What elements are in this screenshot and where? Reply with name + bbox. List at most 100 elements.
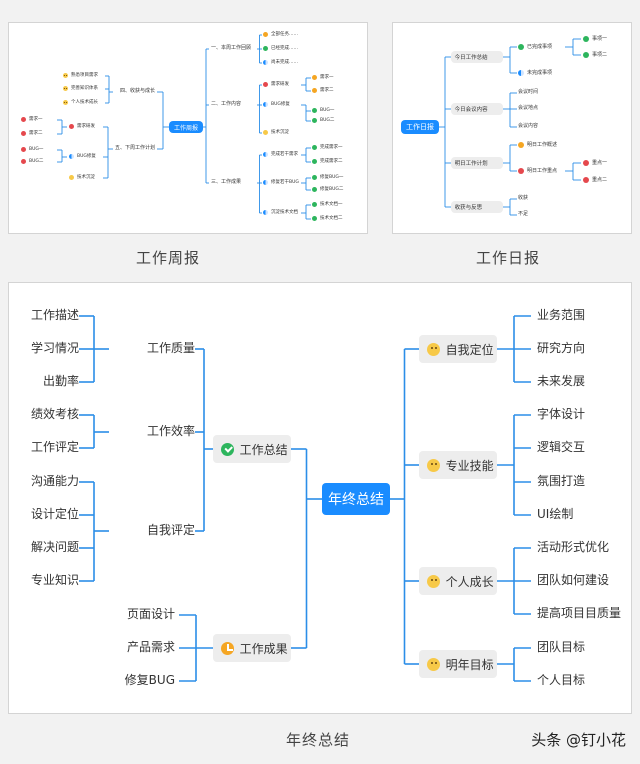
emoji-icon bbox=[427, 574, 441, 588]
sub-branch-node: 会议时间 bbox=[518, 90, 538, 95]
node-text: 事项一 bbox=[592, 35, 608, 42]
node-text: BUG二 bbox=[320, 117, 335, 123]
leaf-node: 绩效考核 bbox=[31, 408, 79, 420]
node-text: 设计定位 bbox=[30, 506, 79, 521]
leaf-node: 产品需求 bbox=[127, 641, 175, 653]
sub-branch-node: 明日工作概述 bbox=[518, 142, 557, 148]
node-text: 产品需求 bbox=[126, 639, 175, 654]
node-text: 今日会议内容 bbox=[454, 107, 488, 113]
node-text: 重点二 bbox=[592, 176, 608, 183]
year-end-summary-mindmap: 年终总结工作总结工作质量工作描述学习情况出勤率工作效率绩效考核工作评定自我评定沟… bbox=[8, 282, 632, 714]
node-text: 沟通能力 bbox=[30, 473, 79, 488]
branch-node: 明日工作计划 bbox=[451, 157, 503, 169]
sub-branch-node: 完善知识体系 bbox=[63, 85, 98, 92]
leaf-node: 工作描述 bbox=[31, 309, 79, 321]
priority-orange-icon bbox=[518, 142, 524, 148]
node-text: 未完成事项 bbox=[527, 69, 553, 76]
caption-yearly: 年终总结 bbox=[286, 731, 351, 749]
sub-branch-node: 未完成事项 bbox=[518, 70, 552, 76]
node-text: 解决问题 bbox=[30, 539, 79, 554]
sub-branch-node: 沉淀技术文档 bbox=[263, 209, 298, 216]
priority-red-icon bbox=[583, 160, 589, 166]
connector-lines bbox=[57, 34, 311, 220]
branch-node: 五、下周工作计划 bbox=[115, 146, 155, 151]
leaf-node: 完成需求二 bbox=[312, 159, 343, 165]
caption-weekly: 工作周报 bbox=[136, 249, 201, 267]
check-circle-icon bbox=[312, 108, 317, 114]
sub-branch-node: 已经完成…… bbox=[263, 45, 298, 52]
node-text: 不足 bbox=[518, 211, 529, 217]
node-text: 一、本周工作回顾 bbox=[211, 45, 252, 51]
node-text: 团队目标 bbox=[537, 639, 586, 654]
branch-node: 工作成果 bbox=[213, 634, 291, 662]
node-text: 完成需求一 bbox=[320, 144, 343, 150]
leaf-node: 活动形式优化 bbox=[537, 541, 609, 553]
leaf-node: 未来发展 bbox=[537, 375, 585, 387]
node-text: 氛围打造 bbox=[537, 473, 586, 488]
check-circle-icon bbox=[312, 118, 317, 124]
node-text: 技术文档一 bbox=[320, 201, 343, 207]
leaf-node: 需求二 bbox=[21, 131, 43, 137]
emoji-icon bbox=[427, 458, 441, 472]
node-text: 需求研发 bbox=[271, 81, 289, 87]
node-text: 三、工作成果 bbox=[211, 179, 242, 185]
progress-circle-icon bbox=[263, 152, 268, 158]
progress-circle-icon bbox=[263, 210, 268, 216]
leaf-node: 字体设计 bbox=[537, 408, 585, 420]
leaf-node: 业务范围 bbox=[537, 309, 585, 321]
priority-red-icon bbox=[21, 131, 26, 137]
emoji-icon bbox=[427, 342, 441, 356]
leaf-node: BUG一 bbox=[312, 108, 334, 114]
branch-node: 三、工作成果 bbox=[211, 180, 241, 185]
node-text: 工作评定 bbox=[30, 439, 79, 454]
node-text: 熟悉项目需求 bbox=[71, 72, 98, 78]
node-text: 已经完成…… bbox=[271, 45, 298, 51]
branch-node: 专业技能 bbox=[419, 451, 497, 479]
leaf-node: 技术文档二 bbox=[312, 216, 343, 222]
branch-node: 自我定位 bbox=[419, 335, 497, 363]
node-text: 今日工作总结 bbox=[454, 55, 488, 61]
sub-branch-node: 不足 bbox=[518, 212, 528, 217]
check-circle-icon bbox=[312, 202, 317, 208]
node-text: 工作总结 bbox=[239, 442, 288, 457]
leaf-node: 事项二 bbox=[583, 52, 607, 58]
root-node: 工作日报 bbox=[401, 120, 439, 134]
node-text: 完善知识体系 bbox=[71, 85, 98, 91]
node-text: 需求一 bbox=[29, 116, 43, 122]
leaf-node: 修复BUG一 bbox=[312, 174, 344, 181]
node-text: BUG修复 bbox=[271, 101, 290, 107]
node-text: 沉淀技术文档 bbox=[271, 209, 298, 215]
sub-branch-node: 技术沉淀 bbox=[263, 130, 289, 136]
leaf-node: 出勤率 bbox=[43, 375, 79, 387]
leaf-node: 重点二 bbox=[583, 177, 607, 183]
node-text: 全部任务…… bbox=[271, 31, 298, 37]
priority-yellow-icon bbox=[69, 175, 74, 181]
node-text: 自我定位 bbox=[445, 342, 494, 357]
branch-node: 收获与反思 bbox=[451, 201, 503, 213]
root-node: 工作周报 bbox=[169, 121, 203, 133]
node-text: 修复BUG一 bbox=[320, 174, 344, 180]
node-text: 活动形式优化 bbox=[537, 539, 610, 554]
progress-circle-icon bbox=[518, 70, 524, 76]
branch-node: 工作总结 bbox=[213, 435, 291, 463]
priority-red-icon bbox=[518, 168, 524, 174]
leaf-node: BUG一 bbox=[21, 147, 43, 153]
leaf-node: 修复BUG二 bbox=[312, 187, 343, 193]
sub-branch-node: 工作质量 bbox=[147, 342, 195, 354]
node-text: 会议内容 bbox=[518, 123, 539, 129]
leaf-node: 工作评定 bbox=[31, 441, 79, 453]
node-text: 收获与反思 bbox=[454, 205, 483, 211]
priority-red-icon bbox=[21, 147, 26, 153]
leaf-node: BUG二 bbox=[21, 159, 43, 165]
priority-red-icon bbox=[263, 82, 268, 88]
check-circle-icon bbox=[312, 175, 317, 181]
node-text: 绩效考核 bbox=[30, 406, 79, 421]
leaf-node: 需求二 bbox=[312, 88, 334, 94]
node-text: 修复若干BUG bbox=[271, 179, 299, 185]
clock-icon bbox=[221, 641, 235, 655]
check-circle-icon bbox=[263, 46, 268, 52]
node-text: 工作效率 bbox=[146, 423, 195, 438]
branch-node: 二、工作内容 bbox=[211, 102, 241, 107]
leaf-node: 页面设计 bbox=[127, 608, 175, 620]
priority-red-icon bbox=[21, 159, 26, 165]
